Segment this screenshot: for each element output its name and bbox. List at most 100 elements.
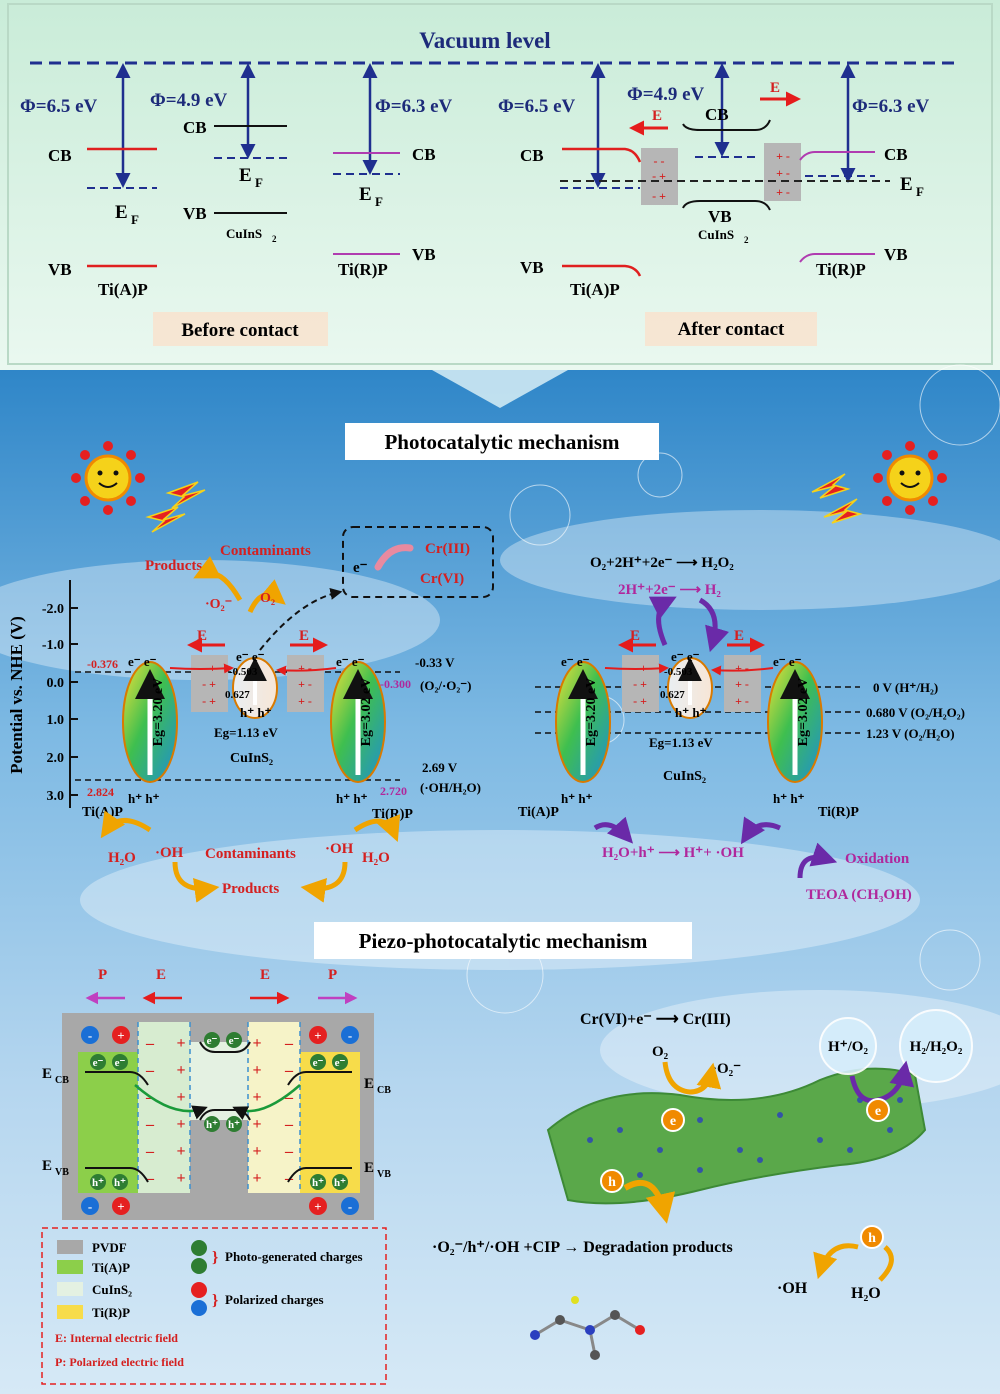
name-sub: 2 (272, 234, 277, 244)
eq-h2: 2H⁺+2e⁻ ⟶ H₂ (618, 582, 721, 598)
cuins2-name-left: CuInS₂ (230, 751, 273, 766)
ti-a-holes-right: h⁺ h⁺ (561, 791, 593, 806)
svg-text:+: + (176, 1035, 185, 1052)
ti-a-electrons-right: e⁻ e⁻ (561, 654, 590, 669)
cr-electron: e⁻ (353, 560, 368, 576)
svg-text:+ -: + - (735, 661, 749, 675)
ti-a-name-right: Ti(A)P (518, 805, 559, 820)
svg-text:–: – (145, 1116, 155, 1133)
cr-equation: Cr(VI)+e⁻ ⟶ Cr(III) (580, 1011, 731, 1028)
h2o-left: H₂O (108, 850, 136, 866)
svg-text:- -: - - (654, 154, 665, 168)
piezo-h-o2: H⁺/O₂ (828, 1039, 868, 1055)
piezo-oh: ·OH (777, 1280, 808, 1297)
y-axis-label: Potential vs. NHE (V) (7, 616, 26, 774)
svg-text:+: + (252, 1089, 261, 1106)
svg-text:+: + (176, 1089, 185, 1106)
o2-radical-left: ·O₂⁻ (205, 597, 232, 612)
ti-r-cb-value: -0.300 (380, 677, 411, 691)
cuins2-vb-value-left: 0.627 (225, 689, 250, 701)
cip-molecule-icon (530, 1296, 645, 1360)
svg-text:}: } (212, 1249, 218, 1266)
legend-pvdf: PVDF (92, 1240, 127, 1255)
p-left: P (98, 967, 107, 983)
ti-r-block (300, 1052, 360, 1193)
svg-text:- +: - + (652, 169, 666, 183)
ef-sub: F (375, 194, 383, 209)
ti-r-electrons-right: e⁻ e⁻ (773, 654, 802, 669)
o2-left: O₂ (260, 591, 275, 606)
sun-icon-right (873, 441, 947, 515)
ti-r-name-right: Ti(R)P (818, 805, 859, 820)
legend-cuins2: CuInS₂ (92, 1282, 132, 1297)
svg-text:+ -: + - (298, 677, 312, 691)
e-badge-1: e (670, 1114, 676, 1129)
svg-text:e⁻: e⁻ (115, 1057, 126, 1069)
svg-text:- +: - + (633, 677, 647, 691)
cr-reduction-box (342, 526, 494, 598)
vb-ti-a-before: VB (48, 260, 72, 279)
svg-text:–: – (284, 1062, 294, 1079)
legend-ti-r: Ti(R)P (92, 1305, 130, 1320)
cuins2-vb-value-right: 0.627 (660, 689, 685, 701)
vb-ti-r-after: VB (884, 245, 908, 264)
after-contact-diagram: Φ=6.5 eV CB VB Ti(A)P - - - + - + E Φ=4.… (498, 63, 930, 346)
products-bottom: Products (222, 881, 279, 897)
e-right: E (260, 967, 270, 983)
svg-text:-: - (348, 1199, 352, 1214)
cb-ti-a-before: CB (48, 146, 72, 165)
cb-ti-r-before: CB (412, 145, 436, 164)
legend-polarized-field: P: Polarized electric field (55, 1355, 184, 1369)
y-tick-6: 3.0 (47, 789, 65, 804)
y-tick-3: 0.0 (47, 676, 65, 691)
before-contact-caption: Before contact (181, 320, 299, 341)
potential-axis: -2.0 -1.0 0.0 1.0 2.0 3.0 Potential vs. … (7, 580, 78, 808)
cuins2-block (190, 1042, 248, 1120)
ecb-right-sub: CB (377, 1085, 391, 1096)
legend-polarized-charges: Polarized charges (225, 1292, 324, 1307)
contaminants-top: Contaminants (220, 543, 311, 559)
ti-r-holes-left: h⁺ h⁺ (336, 791, 368, 806)
svg-text:+ -: + - (298, 694, 312, 708)
vb-ti-a-after: VB (520, 258, 544, 277)
svg-text:+: + (252, 1035, 261, 1052)
svg-text:–: – (284, 1116, 294, 1133)
svg-text:h⁺: h⁺ (206, 1119, 218, 1131)
eq-oh: H₂O+h⁺ ⟶ H⁺+ ·OH (602, 845, 744, 861)
contaminants-bottom: Contaminants (205, 846, 296, 862)
svg-text:e⁻: e⁻ (313, 1057, 324, 1069)
eg-ti-r-left: Eg=3.02 eV (359, 678, 374, 747)
svg-text:-: - (88, 1199, 92, 1214)
svg-text:e⁻: e⁻ (93, 1057, 104, 1069)
piezo-h2-h2o2: H₂/H₂O₂ (910, 1039, 963, 1055)
svg-text:+: + (176, 1116, 185, 1133)
y-tick-2: -1.0 (42, 638, 64, 653)
cuins2-electrons-left: e⁻ e⁻ (236, 649, 265, 664)
top-panel-frame (7, 3, 993, 365)
svg-text:+: + (314, 1028, 321, 1043)
ecb-left-sub: CB (55, 1075, 69, 1086)
ref-h2o: 1.23 V (O₂/H₂O) (866, 726, 955, 741)
after-contact-caption: After contact (678, 319, 785, 340)
sky-background (0, 370, 1000, 1394)
photo-right-scheme: O₂+2H⁺+2e⁻ ⟶ H₂O₂ 2H⁺+2e⁻ ⟶ H₂ 0 V (H⁺/H… (518, 555, 965, 903)
svg-text:+: + (176, 1170, 185, 1187)
photo-left-scheme: Products Contaminants ·O₂⁻ O₂ e⁻ Cr(III)… (75, 526, 494, 903)
svg-text:h⁺: h⁺ (334, 1177, 346, 1189)
ti-a-holes-left: h⁺ h⁺ (128, 791, 160, 806)
field-e-left-photo: E (197, 628, 207, 644)
eq-h2o2: O₂+2H⁺+2e⁻ ⟶ H₂O₂ (590, 555, 734, 571)
svg-text:h⁺: h⁺ (312, 1177, 324, 1189)
svg-text:+ -: + - (776, 166, 790, 180)
y-tick-1: -2.0 (42, 602, 64, 617)
ef-sub: F (255, 175, 263, 190)
svg-text:–: – (284, 1143, 294, 1160)
name-ti-r-after: Ti(R)P (816, 260, 866, 279)
piezo-legend: PVDF Ti(A)P CuInS₂ Ti(R)P } Photo-genera… (41, 1227, 387, 1385)
svg-text:+: + (252, 1116, 261, 1133)
ef-cuins2-before: E (239, 165, 252, 186)
field-e-left-photo-right: E (630, 628, 640, 644)
cb-cuins2-after: CB (705, 105, 729, 124)
oxidation-label: Oxidation (845, 851, 910, 867)
